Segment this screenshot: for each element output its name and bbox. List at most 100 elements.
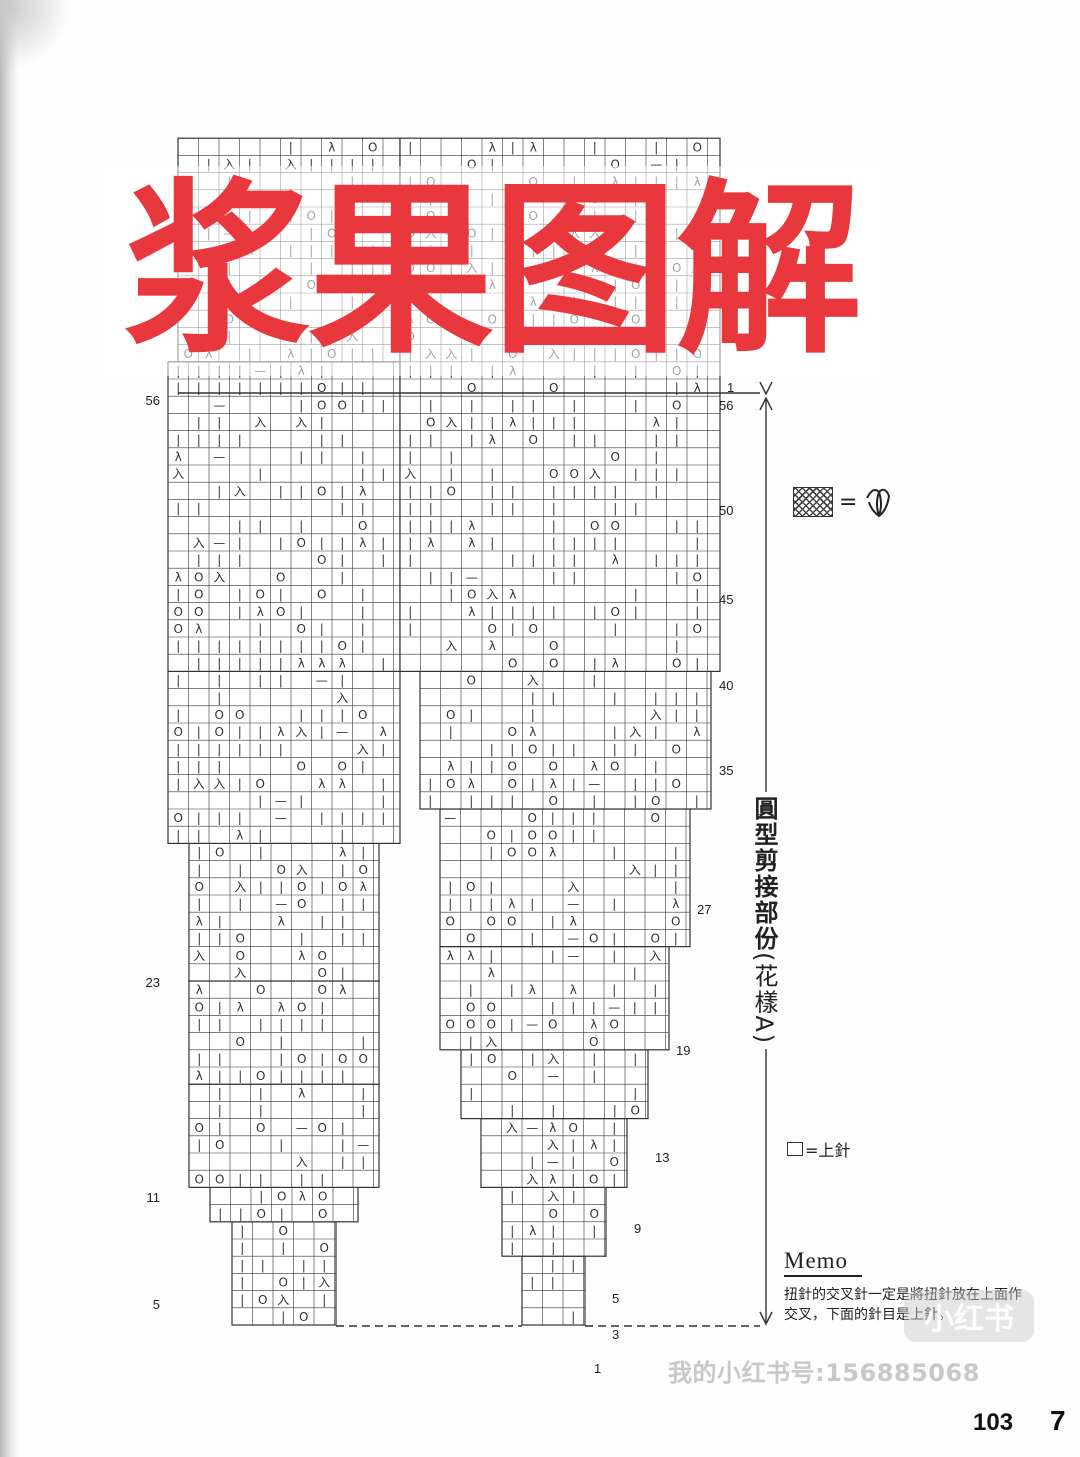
right-panel-stitch-symbol: | [429,433,433,447]
left-panel-stitch-symbol: O [320,1241,329,1255]
right-panel-stitch-symbol: 入 [526,1172,538,1186]
left-panel-stitch-symbol: O [174,605,183,619]
right-panel-stitch-symbol: O [651,794,660,808]
left-panel-stitch-symbol: O [236,1035,245,1049]
right-panel-stitch-symbol: | [633,1000,637,1014]
right-panel-stitch-symbol: | [695,536,699,550]
right-panel-stitch-symbol: | [470,433,474,447]
left-panel-stitch-symbol: | [258,742,262,756]
left-panel-stitch-symbol: O [358,708,367,722]
right-panel-stitch-symbol: | [551,1000,555,1014]
right-panel-stitch-symbol: | [510,1241,514,1255]
right-panel-stitch-symbol: | [469,1052,473,1066]
left-panel-stitch-symbol: O [318,1190,327,1204]
right-panel-stitch-symbol: | [572,777,576,791]
left-panel-stitch-symbol: O [318,949,327,963]
right-panel-stitch-symbol: | [653,863,657,877]
right-panel-stitch-symbol: λ [653,416,660,430]
right-panel-stitch-symbol: | [428,794,432,808]
right-panel-stitch-symbol: | [511,398,515,412]
left-panel-stitch-symbol: | [217,484,221,498]
right-panel-stitch-symbol: λ [550,777,557,791]
right-panel-stitch-symbol: | [449,519,453,533]
right-panel-stitch-symbol: | [552,416,556,430]
left-panel-stitch-symbol: | [361,811,365,825]
left-panel-stitch-symbol: | [197,553,201,567]
right-panel-stitch-symbol: O [528,811,537,825]
right-panel-stitch-symbol: | [511,140,515,154]
left-panel-stitch-symbol: λ [339,656,346,670]
left-panel-stitch-symbol: | [279,1018,283,1032]
left-panel-stitch-symbol: | [197,1138,201,1152]
right-panel-stitch-symbol: | [612,1172,616,1186]
left-panel-stitch-symbol: | [240,1293,244,1307]
right-panel-stitch-symbol: O [508,656,517,670]
left-panel-stitch-symbol: 入 [295,416,307,430]
left-panel-stitch-symbol: O [297,880,306,894]
right-panel-stitch-symbol: | [551,811,555,825]
right-panel-stitch-symbol: 入 [506,1121,518,1135]
left-panel-stitch-symbol: | [258,725,262,739]
right-panel-stitch-symbol: 入 [649,949,661,963]
right-panel-stitch-symbol: | [674,932,678,946]
left-panel-stitch-symbol: | [341,897,345,911]
left-panel-stitch-symbol: 入 [193,536,205,550]
left-panel-stitch-symbol: | [217,381,221,395]
left-panel-stitch-symbol: | [238,381,242,395]
left-panel-stitch-symbol: O [338,639,347,653]
page-edge-mark: 7 [1050,1405,1066,1436]
right-panel-stitch-symbol: | [531,416,535,430]
left-panel-stitch-symbol: O [195,1121,204,1135]
right-panel-stitch-symbol: λ [468,777,475,791]
right-panel-stitch-symbol: | [511,622,515,636]
left-panel-stitch-symbol: | [197,863,201,877]
right-row-label: 56 [719,398,733,413]
left-panel-stitch-symbol: | [238,519,242,533]
left-panel-stitch-symbol: | [238,553,242,567]
left-panel-stitch-symbol: O [317,588,326,602]
right-panel-stitch-symbol: | [572,433,576,447]
right-panel-stitch-symbol: | [571,1138,575,1152]
left-panel-stitch-symbol: | [248,158,252,172]
right-panel-stitch-symbol: O [631,1104,640,1118]
left-panel-stitch-symbol: | [340,708,344,722]
left-panel-stitch-symbol: | [361,622,365,636]
left-panel-stitch-symbol: O [235,708,244,722]
left-panel-stitch-symbol: | [300,1018,304,1032]
right-panel-stitch-symbol: | [408,484,412,498]
right-panel-stitch-symbol: | [675,416,679,430]
left-panel-stitch-symbol: | [238,588,242,602]
right-panel-stitch-symbol: | [592,811,596,825]
left-panel-stitch-symbol: | [238,536,242,550]
left-panel-stitch-symbol: — [213,398,225,412]
right-panel-stitch-symbol: λ [672,897,679,911]
right-panel-stitch-symbol: | [613,725,617,739]
left-panel-stitch-symbol: λ [196,914,203,928]
left-panel-stitch-symbol: λ [299,1190,306,1204]
right-panel-stitch-symbol: O [487,1052,496,1066]
right-panel-stitch-symbol: | [530,932,534,946]
left-panel-stitch-symbol: λ [278,1000,285,1014]
right-panel-stitch-symbol: | [449,570,453,584]
right-panel-stitch-symbol: λ [590,1018,597,1032]
right-panel-stitch-symbol: O [548,828,557,842]
left-panel-stitch-symbol: λ [175,450,182,464]
right-panel-stitch-symbol: | [612,949,616,963]
left-panel-stitch-symbol: | [279,1052,283,1066]
right-panel-stitch-symbol: | [695,588,699,602]
right-panel-stitch-symbol: | [510,794,514,808]
left-panel-stitch-symbol: O [338,398,347,412]
left-panel-stitch-symbol: | [381,536,385,550]
right-panel-stitch-symbol: | [510,1104,514,1118]
left-panel-stitch-symbol: λ [298,949,305,963]
right-panel-stitch-symbol: | [530,1276,534,1290]
right-panel-stitch-symbol: — [567,932,579,946]
left-panel-stitch-symbol: | [330,158,334,172]
right-panel-stitch-symbol: | [489,846,493,860]
left-panel-stitch-symbol: | [217,416,221,430]
right-row-label: 1 [727,380,734,395]
right-panel-stitch-symbol: | [571,828,575,842]
right-panel-stitch-symbol: O [570,467,579,481]
right-row-label: 40 [719,678,733,693]
right-panel-stitch-symbol: O [528,846,537,860]
